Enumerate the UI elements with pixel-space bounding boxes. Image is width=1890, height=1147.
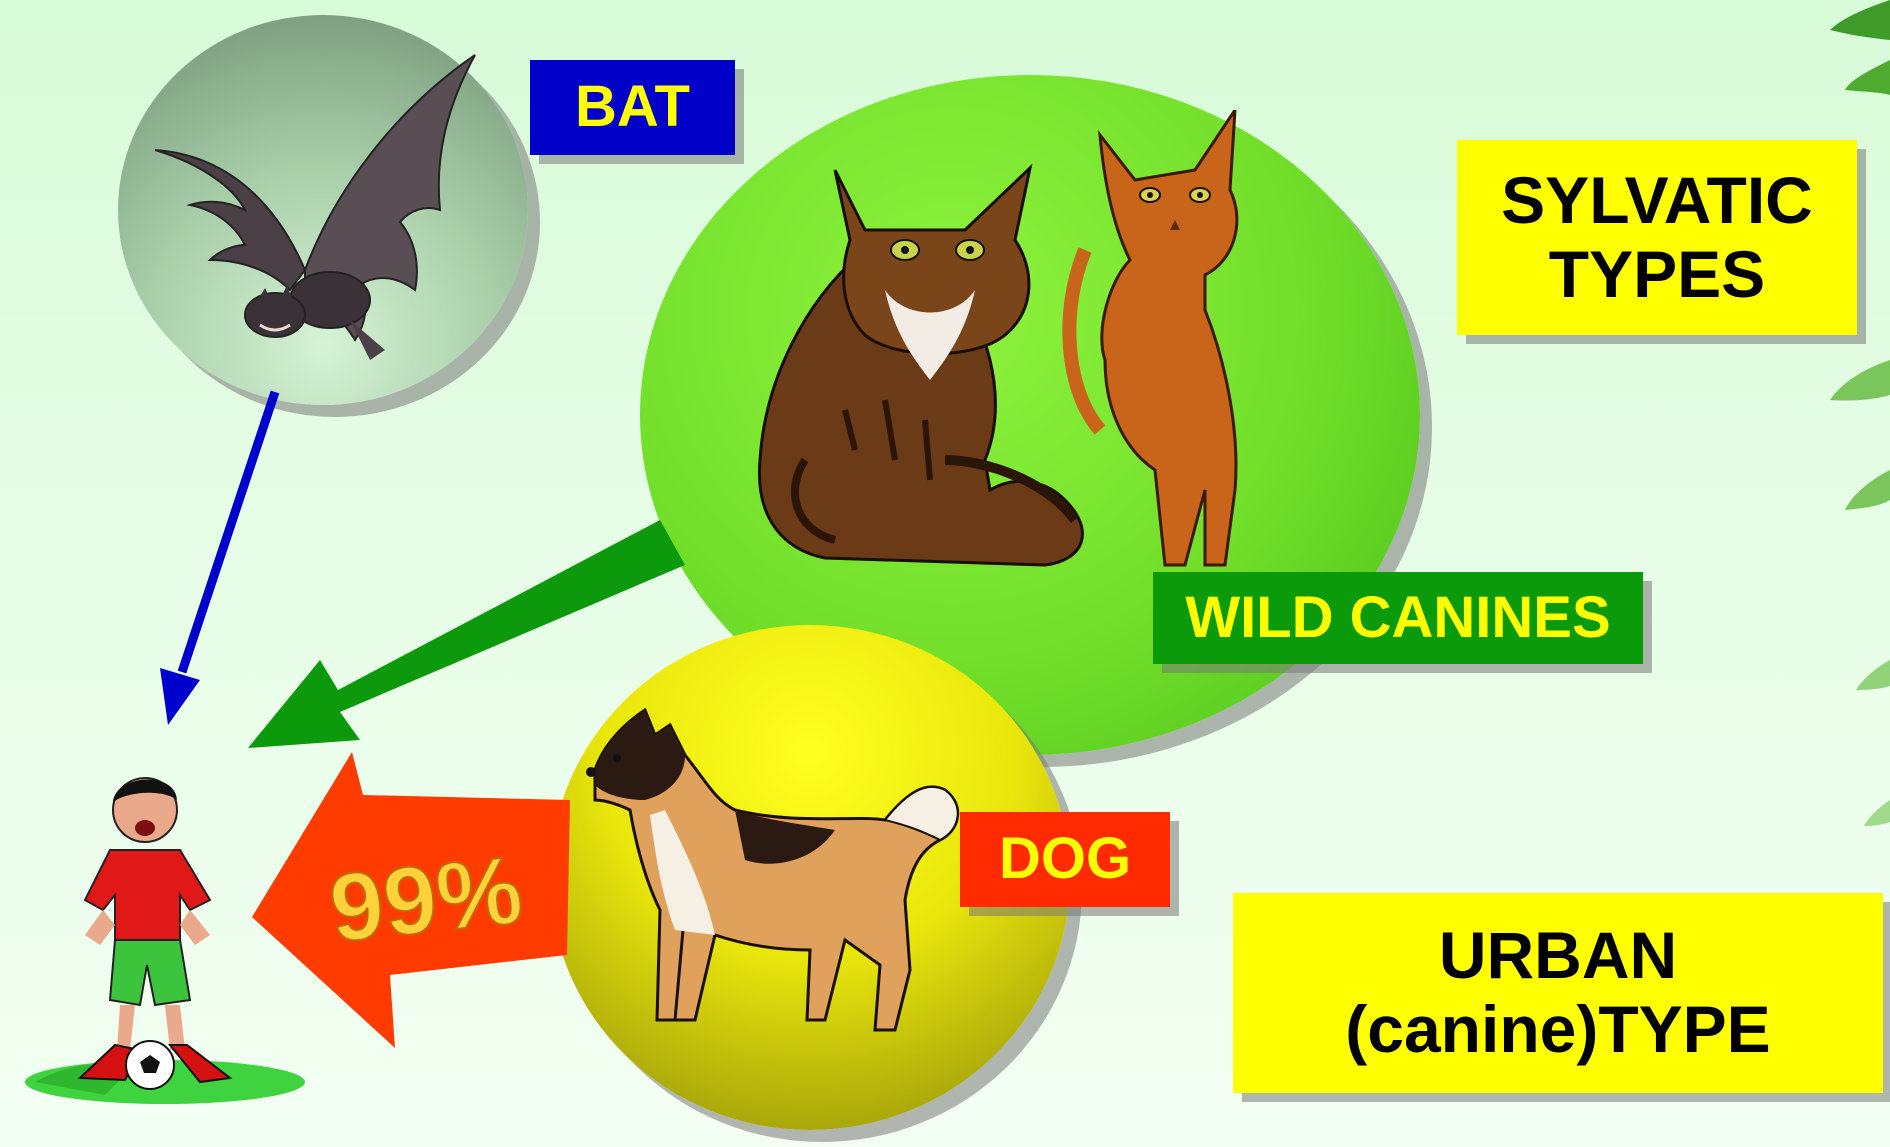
dog-label: DOG — [960, 812, 1170, 907]
bat-label: BAT — [530, 60, 735, 155]
house-cat-icon — [1055, 110, 1275, 570]
bat-arrow — [160, 392, 275, 725]
urban-line-2: (canine)TYPE — [1345, 993, 1770, 1067]
bat-icon — [95, 50, 495, 390]
dog-transmission-percent: 99% — [325, 835, 528, 964]
wild-canines-label: WILD CANINES — [1153, 572, 1643, 664]
sylvatic-line-2: TYPES — [1549, 238, 1765, 312]
sylvatic-line-1: SYLVATIC — [1501, 164, 1813, 238]
sylvatic-types-label: SYLVATIC TYPES — [1457, 140, 1857, 335]
dog-icon — [575, 700, 975, 1040]
urban-line-1: URBAN — [1439, 919, 1677, 993]
urban-type-label: URBAN (canine)TYPE — [1233, 893, 1883, 1093]
wild-cat-icon — [745, 160, 1090, 570]
boy-with-ball-icon — [15, 760, 315, 1110]
